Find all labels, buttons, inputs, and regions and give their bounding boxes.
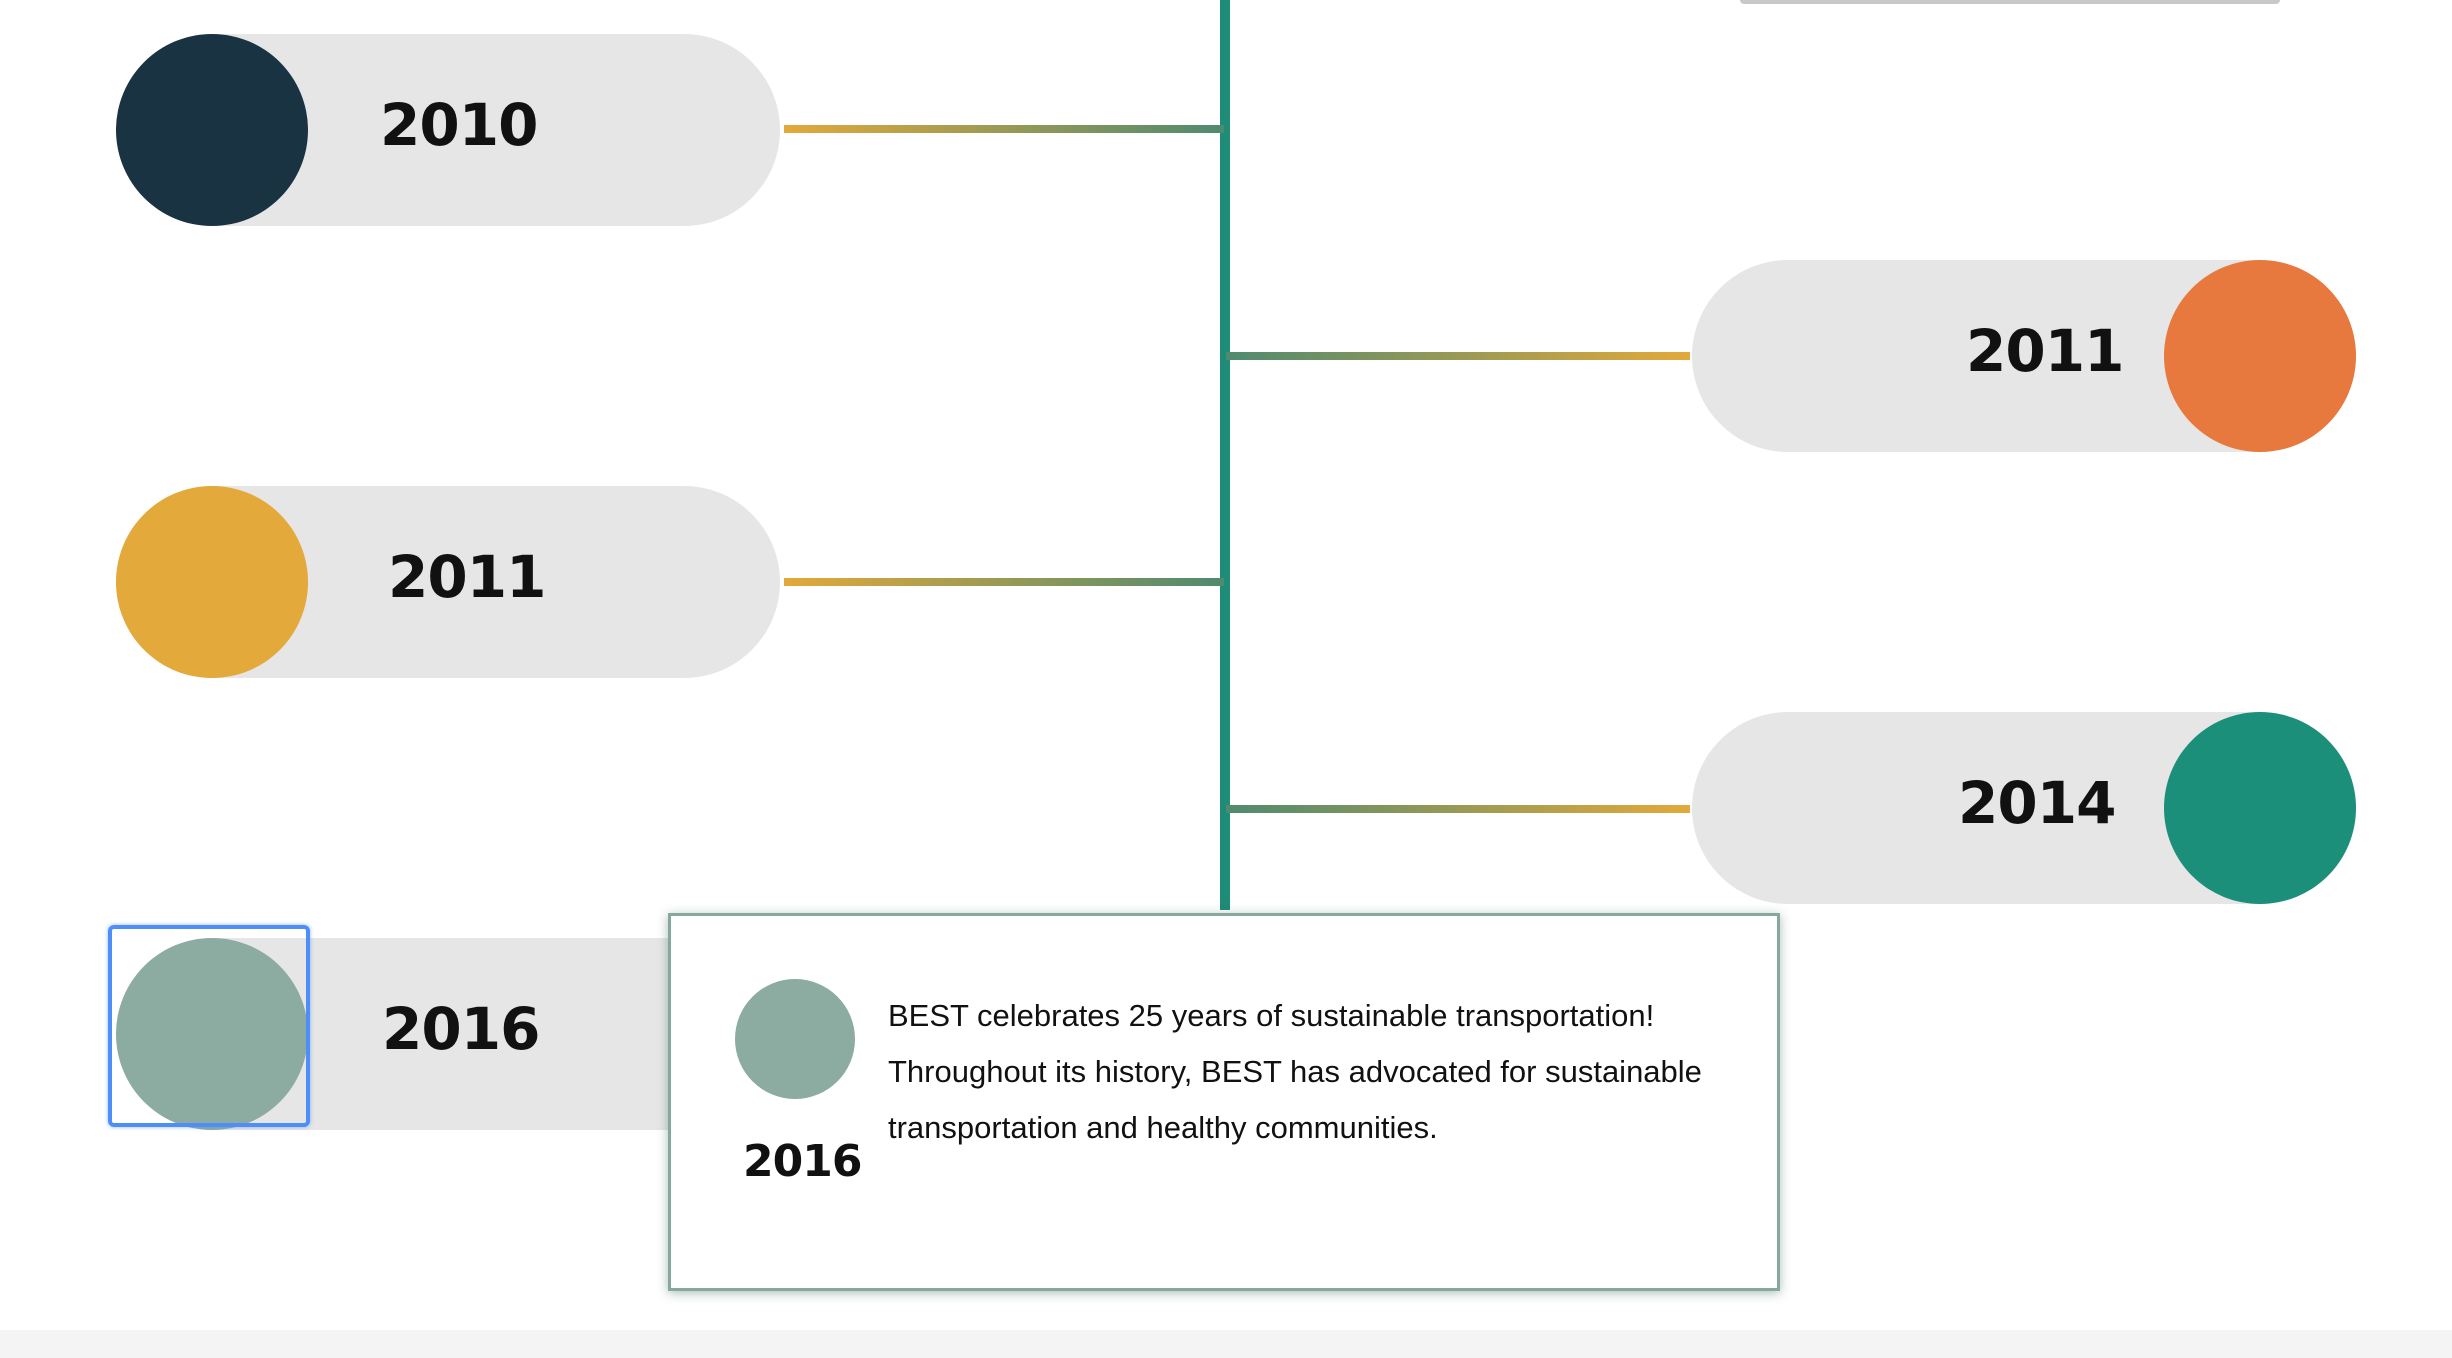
timeline-year-2011-right: 2011 (1966, 317, 2124, 385)
timeline-detail-popup: 2016 BEST celebrates 25 years of sustain… (668, 913, 1780, 1291)
timeline-dot-2011-left[interactable] (116, 486, 308, 678)
connector-2011-left (784, 578, 1224, 586)
connector-2010 (784, 125, 1224, 133)
timeline-year-2014: 2014 (1958, 769, 2116, 837)
partial-offscreen-pill (1740, 0, 2280, 4)
bottom-strip (0, 1330, 2452, 1358)
timeline-spine (1220, 0, 1230, 910)
connector-2014 (1226, 805, 1690, 813)
popup-description: BEST celebrates 25 years of sustainable … (888, 998, 1702, 1145)
timeline-year-2010: 2010 (380, 91, 538, 159)
timeline-dot-2011-right[interactable] (2164, 260, 2356, 452)
timeline-dot-2010[interactable] (116, 34, 308, 226)
focus-ring (108, 925, 310, 1127)
timeline-dot-2016[interactable] (116, 938, 308, 1130)
popup-year: 2016 (743, 1136, 862, 1187)
connector-2011-right (1226, 352, 1690, 360)
timeline-dot-2014[interactable] (2164, 712, 2356, 904)
timeline-year-2011-left: 2011 (388, 543, 546, 611)
timeline-year-2016: 2016 (382, 995, 540, 1063)
popup-dot (735, 979, 855, 1099)
